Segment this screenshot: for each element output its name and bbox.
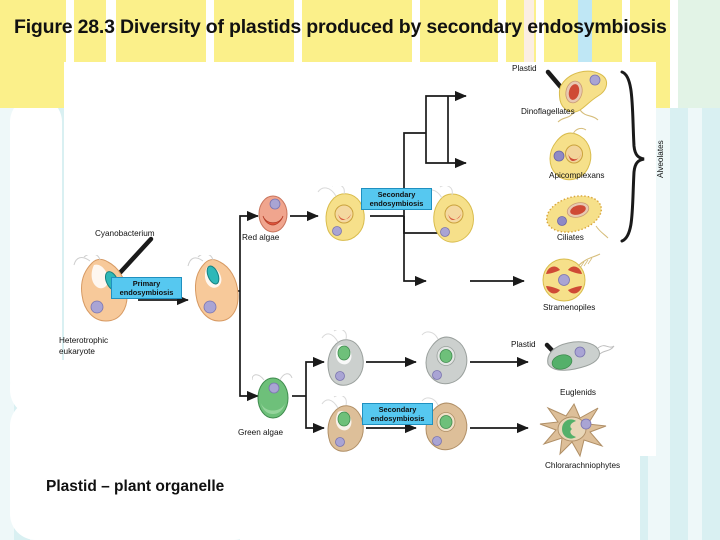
organism-euglenid-precursor	[321, 330, 364, 386]
organism-ciliate	[545, 195, 609, 239]
label-heterotrophic-eukaryote-line1: Heterotrophic	[59, 336, 109, 345]
organism-chlorarachniophyte	[539, 402, 607, 458]
organism-green-algae	[252, 373, 293, 419]
label-apicomplexans: Apicomplexans	[549, 171, 605, 180]
tag-secondary-green-line1: Secondary	[378, 405, 417, 414]
label-chlorarachniophytes: Chlorarachniophytes	[545, 461, 621, 470]
background-stripe-2	[30, 96, 50, 540]
header-stripe-13	[678, 0, 720, 108]
tag-primary-line2: endosymbiosis	[119, 288, 174, 297]
header-stripe-1	[0, 0, 66, 108]
label-ciliates: Ciliates	[557, 233, 584, 242]
label-red-algae: Red algae	[242, 233, 280, 242]
tag-secondary-red-line2: endosymbiosis	[369, 199, 424, 208]
footer-note: Plastid – plant organelle	[46, 478, 225, 495]
label-stramenopiles: Stramenopiles	[543, 303, 596, 312]
background-tube-11	[240, 440, 640, 540]
tag-secondary-green-line2: endosymbiosis	[370, 414, 425, 423]
tag-primary-endosymbiosis: Primary endosymbiosis	[111, 277, 182, 299]
page-title: Figure 28.3 Diversity of plastids produc…	[14, 16, 667, 38]
label-cyanobacterium: Cyanobacterium	[95, 229, 155, 238]
tag-secondary-red-line1: Secondary	[377, 190, 416, 199]
organism-stramenopile	[542, 253, 601, 302]
organism-dinoflagellate	[557, 70, 607, 123]
label-heterotrophic-eukaryote-line2: eukaryote	[59, 347, 95, 356]
figure-panel-inner	[64, 62, 656, 456]
tag-primary-line1: Primary	[132, 279, 161, 288]
organism-red-algae	[258, 195, 288, 233]
label-alveolates: Alveolates	[656, 140, 665, 178]
organism-euglenid	[547, 341, 615, 371]
organism-secondary-red-product	[424, 186, 474, 243]
organism-chlorarachniophyte-precursor	[321, 396, 364, 452]
label-dinoflagellates: Dinoflagellates	[521, 107, 575, 116]
organism-apicomplexan	[549, 127, 592, 181]
label-euglenids: Euglenids	[560, 388, 596, 397]
label-plastid-dinoflagellate: Plastid	[512, 64, 537, 73]
tag-secondary-endosymbiosis-green: Secondary endosymbiosis	[362, 403, 433, 425]
background-stripe-1	[0, 96, 14, 540]
organism-euglenid-product	[421, 331, 468, 385]
header-stripe-9	[524, 0, 534, 108]
organism-secondary-red-host	[317, 186, 365, 241]
background-stripe-8	[688, 96, 702, 540]
tag-secondary-endosymbiosis-red: Secondary endosymbiosis	[361, 188, 432, 210]
organism-heterotrophic-eukaryote	[73, 255, 128, 322]
label-plastid-euglenid: Plastid	[511, 340, 536, 349]
label-green-algae: Green algae	[238, 428, 284, 437]
organism-chlorarachniophyte-product	[421, 397, 468, 451]
organism-primary-plastid-cell	[187, 255, 239, 322]
